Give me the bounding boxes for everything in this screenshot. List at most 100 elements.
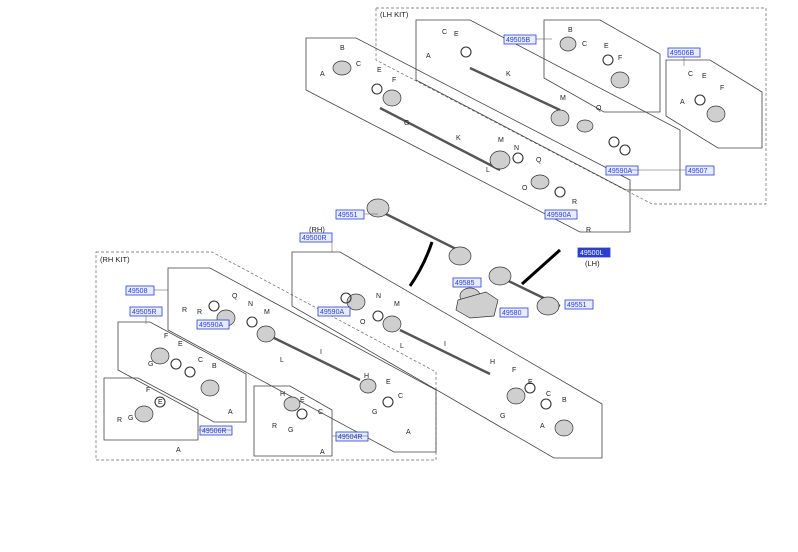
rh-kit-label: (RH KIT) bbox=[100, 255, 130, 264]
callout-M: N bbox=[514, 145, 519, 152]
callout-I-rh: I bbox=[320, 349, 322, 356]
callout-E-rh: E bbox=[528, 379, 533, 386]
callout-G-rh4: G bbox=[288, 427, 293, 434]
part-code-49506R[interactable]: 49506R bbox=[199, 425, 233, 436]
callout-R-rh2: R bbox=[117, 417, 122, 424]
svg-text:49508: 49508 bbox=[128, 288, 148, 295]
callout-L-lh: M bbox=[560, 95, 566, 102]
callout-A-lh: A bbox=[426, 53, 431, 60]
panel-49505B-sub bbox=[543, 19, 661, 113]
svg-text:49585: 49585 bbox=[455, 280, 475, 287]
callout-Q: R bbox=[572, 199, 577, 206]
callout-O-lh: Q bbox=[596, 105, 602, 112]
callout-H-rh: H bbox=[490, 359, 495, 366]
callout-C-rh4: C bbox=[398, 393, 403, 400]
part-code-49506B[interactable]: 49506B bbox=[667, 47, 701, 58]
svg-text:49505R: 49505R bbox=[132, 309, 157, 316]
part-code-49505R[interactable]: 49505R bbox=[129, 306, 163, 317]
callout-K-rh2: L bbox=[400, 343, 404, 350]
callout-F-lh: F bbox=[618, 55, 622, 62]
part-code-49504R[interactable]: 49504R bbox=[335, 431, 369, 442]
svg-text:49590A: 49590A bbox=[547, 212, 571, 219]
callout-A-rh: A bbox=[540, 423, 545, 430]
panel-49505B bbox=[415, 19, 681, 191]
callout-A: A bbox=[320, 71, 325, 78]
callout-E-lh: E bbox=[454, 31, 459, 38]
callout-R-rh3: R bbox=[272, 423, 277, 430]
callout-F-rh: F bbox=[512, 367, 516, 374]
part-code-49590A-lh[interactable]: 49590A bbox=[544, 209, 578, 220]
side-label-lh: (LH) bbox=[585, 259, 600, 268]
callout-E-rh5: E bbox=[386, 379, 391, 386]
part-code-49590A-rh[interactable]: 49590A bbox=[317, 306, 351, 317]
shaft-rh-main bbox=[369, 204, 471, 258]
part-code-49590A-lh-kit[interactable]: 49590A bbox=[605, 165, 639, 176]
panel-49505R bbox=[117, 321, 247, 423]
callout-K: L bbox=[486, 167, 490, 174]
callout-K-rh: L bbox=[280, 357, 284, 364]
part-code-49508[interactable]: 49508 bbox=[125, 285, 155, 296]
callout-C: C bbox=[356, 61, 361, 68]
callout-F-rh3: F bbox=[146, 387, 150, 394]
svg-text:49590A: 49590A bbox=[608, 168, 632, 175]
callout-C-lh: C bbox=[442, 29, 447, 36]
part-code-49580[interactable]: 49580 bbox=[499, 307, 529, 318]
part-code-49551-bottom[interactable]: 49551 bbox=[564, 299, 594, 310]
callout-G-rh5: G bbox=[372, 409, 377, 416]
callout-F: F bbox=[392, 77, 396, 84]
callout-L-rh: M bbox=[264, 309, 270, 316]
panel-49508 bbox=[167, 267, 437, 453]
callout-C-rh2: C bbox=[198, 357, 203, 364]
part-code-49590A-rh-kit[interactable]: 49590A bbox=[196, 319, 230, 330]
part-code-49551-top[interactable]: 49551 bbox=[335, 209, 365, 220]
svg-text:49590A: 49590A bbox=[320, 309, 344, 316]
svg-text:49505B: 49505B bbox=[506, 37, 530, 44]
callout-E-rh4: E bbox=[300, 397, 305, 404]
callout-E-rh2: E bbox=[178, 341, 183, 348]
cv-joints bbox=[134, 36, 726, 437]
callout-E-lh2: E bbox=[604, 43, 609, 50]
callout-B: B bbox=[340, 45, 345, 52]
callout-A-rh3: A bbox=[176, 447, 181, 454]
part-code-49500L[interactable]: 49500L bbox=[577, 247, 611, 258]
svg-text:49590A: 49590A bbox=[199, 322, 223, 329]
callout-G-rh: G bbox=[500, 413, 505, 420]
part-code-49585[interactable]: 49585 bbox=[452, 277, 482, 288]
lh-kit-label: (LH KIT) bbox=[380, 10, 409, 19]
svg-text:49506R: 49506R bbox=[202, 428, 227, 435]
callout-L-rh2: M bbox=[394, 301, 400, 308]
panel-49500R bbox=[291, 251, 603, 459]
part-code-49507[interactable]: 49507 bbox=[685, 165, 715, 176]
callout-Q-rh: R bbox=[197, 309, 202, 316]
callout-O-rh: Q bbox=[232, 293, 238, 300]
callout-H-rh3: H bbox=[364, 373, 369, 380]
callout-E-rh3: E bbox=[158, 399, 163, 406]
callout-C-lh2: C bbox=[582, 41, 587, 48]
callout-G-rh3: G bbox=[128, 415, 133, 422]
part-code-49500R[interactable]: 49500R bbox=[299, 232, 333, 243]
shaft-lh-kit bbox=[379, 106, 501, 172]
callout-B-lh: B bbox=[568, 27, 573, 34]
callout-F-rh2: F bbox=[164, 333, 168, 340]
callout-N-rh: O bbox=[360, 319, 366, 326]
shaft-rh-kit bbox=[269, 334, 361, 382]
callout-A-rh4: A bbox=[320, 449, 325, 456]
callout-A-rh5: A bbox=[406, 429, 411, 436]
svg-text:49507: 49507 bbox=[688, 168, 708, 175]
panel-49507 bbox=[305, 37, 631, 233]
panel-49504R bbox=[253, 385, 333, 457]
pointer-arrow-lh bbox=[521, 248, 562, 286]
shaft-lh-kit-2 bbox=[469, 66, 561, 112]
svg-text:49504R: 49504R bbox=[338, 434, 363, 441]
part-code-49505B[interactable]: 49505B bbox=[503, 34, 537, 45]
callout-N: O bbox=[522, 185, 528, 192]
panel-49506B bbox=[665, 59, 763, 149]
svg-text:49506B: 49506B bbox=[670, 50, 694, 57]
callout-C-rh3: C bbox=[318, 409, 323, 416]
side-label-rh: (RH) bbox=[309, 225, 325, 234]
callout-letters: B C E F A G K L M N O Q R R A C E K B C … bbox=[117, 27, 724, 456]
callout-R-rh: R bbox=[182, 307, 187, 314]
callout-A-rh2: A bbox=[228, 409, 233, 416]
bearing-bracket bbox=[455, 291, 499, 319]
